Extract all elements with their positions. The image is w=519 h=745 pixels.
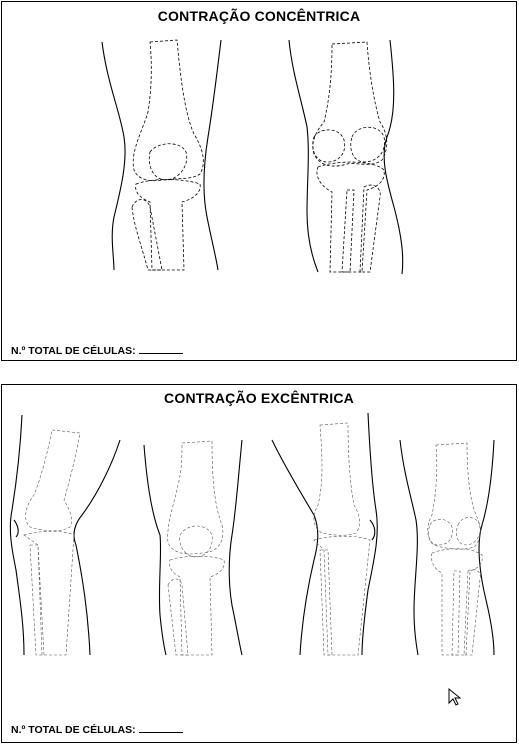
concentric-knee-drawings bbox=[101, 39, 404, 275]
knee-side-view-4 bbox=[399, 439, 495, 656]
concentric-cell-count: N.º TOTAL DE CÉLULAS: bbox=[11, 344, 183, 357]
eccentric-cell-count: N.º TOTAL DE CÉLULAS: bbox=[11, 723, 183, 736]
knee-side-view bbox=[288, 39, 404, 275]
pointer-cursor-icon bbox=[448, 687, 462, 706]
eccentric-count-blank[interactable] bbox=[138, 723, 183, 733]
concentric-title: CONTRAÇÃO CONCÊNTRICA bbox=[157, 8, 361, 24]
eccentric-title: CONTRAÇÃO EXCÊNTRICA bbox=[164, 390, 354, 406]
eccentric-count-label: N.º TOTAL DE CÉLULAS: bbox=[11, 724, 136, 736]
concentric-count-blank[interactable] bbox=[138, 344, 183, 354]
knee-front-view bbox=[101, 39, 222, 271]
concentric-panel: CONTRAÇÃO CONCÊNTRICA bbox=[1, 1, 517, 361]
knee-bent-side-view-1 bbox=[9, 414, 121, 656]
concentric-count-label: N.º TOTAL DE CÉLULAS: bbox=[11, 345, 136, 357]
knee-front-view-2 bbox=[143, 439, 243, 656]
knee-bent-side-view-3 bbox=[271, 412, 378, 656]
eccentric-knee-drawings bbox=[9, 412, 495, 656]
eccentric-panel: CONTRAÇÃO EXCÊNTRICA bbox=[1, 384, 517, 743]
